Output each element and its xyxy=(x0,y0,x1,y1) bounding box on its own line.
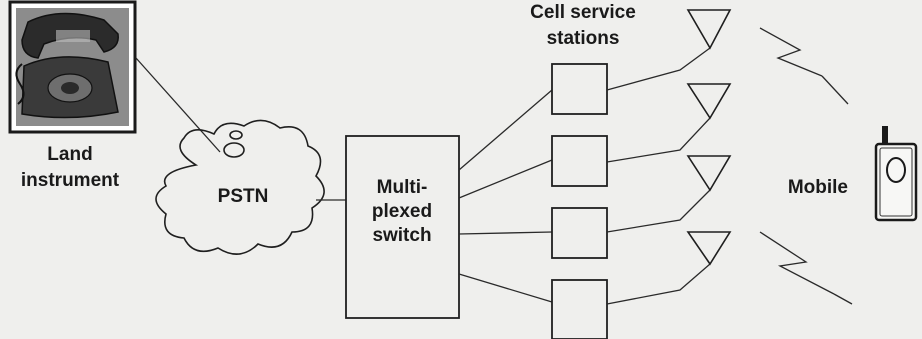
cell-station-4 xyxy=(552,280,607,339)
antenna-icon xyxy=(688,84,730,118)
land-label-line2: instrument xyxy=(21,170,120,191)
switch-to-station-2-link xyxy=(459,160,552,198)
antenna-icon xyxy=(688,232,730,264)
radio-link-icon xyxy=(760,28,822,76)
cell-station-1 xyxy=(552,64,607,114)
pstn-label: PSTN xyxy=(218,186,269,207)
switch-label-line3: switch xyxy=(372,225,431,246)
switch-label-line1: Multi- xyxy=(377,177,428,198)
antenna-icon xyxy=(688,10,730,48)
mobile-label: Mobile xyxy=(788,177,848,198)
station-3-antenna-feed xyxy=(607,190,710,232)
switch-to-station-4-link xyxy=(459,274,552,302)
cell-label-line1: Cell service xyxy=(530,2,636,23)
cell-station-2 xyxy=(552,136,607,186)
telephone-icon xyxy=(10,2,135,132)
phone-to-pstn-link xyxy=(136,58,220,152)
radio-link-tail-2 xyxy=(834,294,852,304)
switch-to-station-1-link xyxy=(459,90,552,170)
cell-label-line2: stations xyxy=(547,28,620,49)
radio-link-icon xyxy=(760,232,834,294)
station-4-antenna-feed xyxy=(607,264,710,304)
mobile-phone-icon xyxy=(876,126,916,220)
land-label-line1: Land xyxy=(47,144,92,165)
switch-to-station-3-link xyxy=(459,232,552,234)
cell-station-3 xyxy=(552,208,607,258)
radio-link-tail-1 xyxy=(822,76,848,104)
switch-label-line2: plexed xyxy=(372,201,432,222)
antenna-icon xyxy=(688,156,730,190)
